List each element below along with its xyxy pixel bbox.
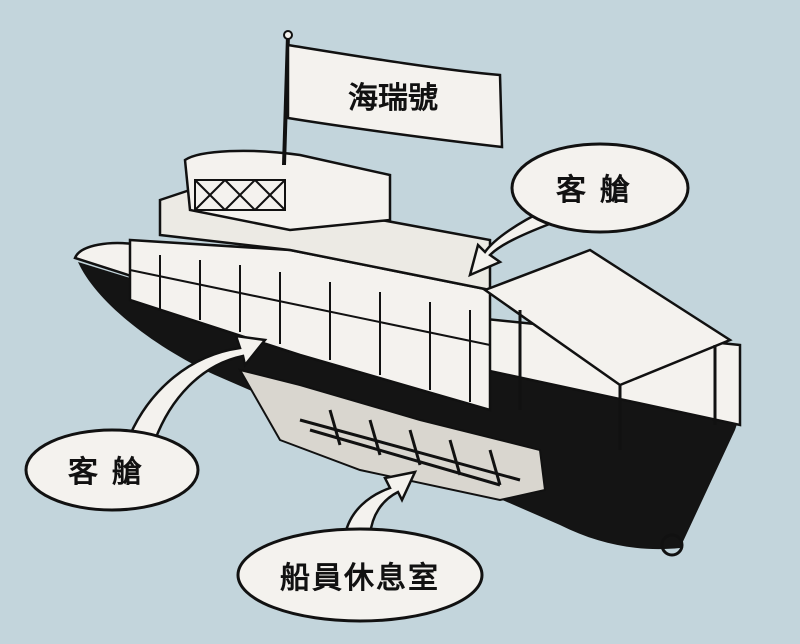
stern-awning bbox=[482, 248, 733, 387]
propeller bbox=[660, 533, 684, 557]
lower-cabin-arrow bbox=[128, 334, 268, 442]
bridge-windows bbox=[194, 179, 286, 211]
awning-posts bbox=[518, 310, 717, 450]
upper-cabin-callout bbox=[510, 142, 690, 234]
railing bbox=[129, 255, 491, 402]
flag-text: 海瑞號 bbox=[348, 81, 438, 116]
lower-cabin-label: 客艙 bbox=[68, 455, 156, 490]
crew-rest-callout bbox=[236, 527, 484, 623]
upper-cabin-arrow bbox=[468, 208, 563, 278]
upper-cabin-label: 客艙 bbox=[556, 173, 644, 208]
flag bbox=[286, 43, 504, 149]
crew-figures bbox=[299, 409, 521, 487]
crew-rest-label: 船員休息室 bbox=[280, 561, 440, 596]
crew-rest-arrow bbox=[343, 470, 418, 537]
lower-cabin-callout bbox=[24, 428, 200, 512]
flag-pole-top bbox=[283, 30, 293, 40]
